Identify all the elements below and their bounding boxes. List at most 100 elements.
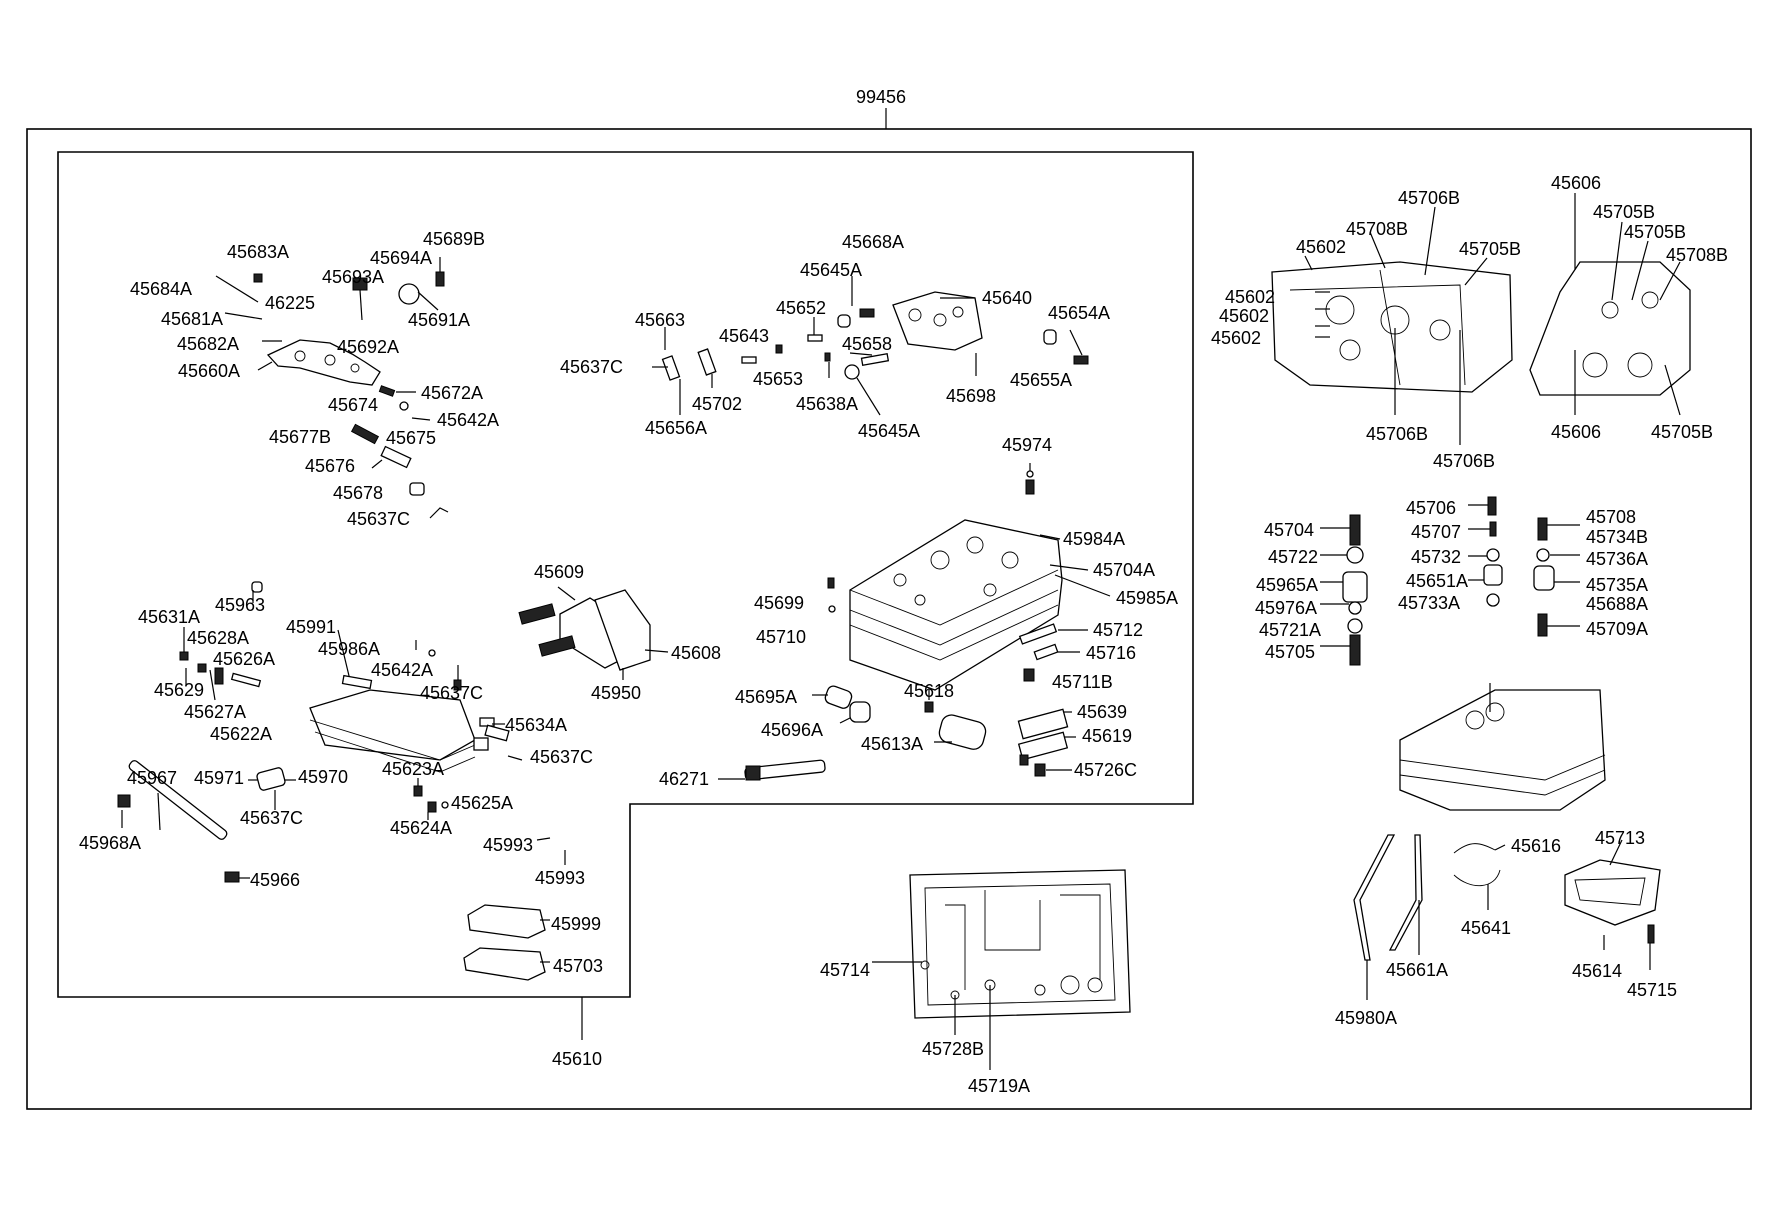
- cover-plate-part: [594, 589, 651, 671]
- label-45733A: 45733A: [1398, 593, 1460, 613]
- label-45698: 45698: [946, 386, 996, 406]
- label-45609: 45609: [534, 562, 584, 582]
- spring-part: [1537, 517, 1548, 541]
- label-45706B-c: 45706B: [1433, 451, 1495, 471]
- label-45602-c: 45602: [1219, 306, 1269, 326]
- spring-part: [1487, 496, 1497, 516]
- label-45634A: 45634A: [505, 715, 567, 735]
- label-45708B-a: 45708B: [1346, 219, 1408, 239]
- label-45640: 45640: [982, 288, 1032, 308]
- label-45655A: 45655A: [1010, 370, 1072, 390]
- right-valve-assemblies: [1271, 193, 1691, 445]
- label-45627A: 45627A: [184, 702, 246, 722]
- assembly-number-label: 99456: [856, 87, 906, 107]
- label-45735A: 45735A: [1586, 575, 1648, 595]
- label-45674: 45674: [328, 395, 378, 415]
- label-45968A: 45968A: [79, 833, 141, 853]
- label-45656A: 45656A: [645, 418, 707, 438]
- label-45719A: 45719A: [968, 1076, 1030, 1096]
- spring-part: [1489, 521, 1497, 537]
- label-45639: 45639: [1077, 702, 1127, 722]
- label-45984A: 45984A: [1063, 529, 1125, 549]
- valve-body-group-frame: [57, 151, 1194, 998]
- label-45708: 45708: [1586, 507, 1636, 527]
- solenoid-parts: [718, 685, 987, 781]
- label-45706B-b: 45706B: [1366, 424, 1428, 444]
- label-45708B-b: 45708B: [1666, 245, 1728, 265]
- label-45702: 45702: [692, 394, 742, 414]
- label-45963: 45963: [215, 595, 265, 615]
- upper-middle-parts: [652, 276, 1089, 416]
- label-45709A: 45709A: [1586, 619, 1648, 639]
- gasket-part: [467, 904, 546, 939]
- label-45971: 45971: [194, 768, 244, 788]
- label-45645A-b: 45645A: [858, 421, 920, 441]
- label-45661A: 45661A: [1386, 960, 1448, 980]
- label-45734B: 45734B: [1586, 527, 1648, 547]
- label-45623A: 45623A: [382, 759, 444, 779]
- label-45980A: 45980A: [1335, 1008, 1397, 1028]
- group-number-label: 45610: [552, 1049, 602, 1069]
- label-45684A: 45684A: [130, 279, 192, 299]
- label-45625A: 45625A: [451, 793, 513, 813]
- label-45637C-a: 45637C: [347, 509, 410, 529]
- label-45631A: 45631A: [138, 607, 200, 627]
- label-45704: 45704: [1264, 520, 1314, 540]
- label-45681A: 45681A: [161, 309, 223, 329]
- label-45712: 45712: [1093, 620, 1143, 640]
- label-45637C-c: 45637C: [420, 683, 483, 703]
- pipe-part: [1353, 834, 1396, 961]
- label-45628A: 45628A: [187, 628, 249, 648]
- label-45705: 45705: [1265, 642, 1315, 662]
- label-45641: 45641: [1461, 918, 1511, 938]
- label-45660A: 45660A: [178, 361, 240, 381]
- label-46225: 46225: [265, 293, 315, 313]
- label-45624A: 45624A: [390, 818, 452, 838]
- label-45606-bot: 45606: [1551, 422, 1601, 442]
- label-46271: 46271: [659, 769, 709, 789]
- label-45652: 45652: [776, 298, 826, 318]
- label-45705B-a: 45705B: [1459, 239, 1521, 259]
- label-45707: 45707: [1411, 522, 1461, 542]
- label-45705B-d: 45705B: [1651, 422, 1713, 442]
- label-45986A: 45986A: [318, 639, 380, 659]
- label-45626A: 45626A: [213, 649, 275, 669]
- label-45993-a: 45993: [483, 835, 533, 855]
- label-45637C-b: 45637C: [560, 357, 623, 377]
- pin-part: [253, 273, 263, 283]
- valve-body-assembly-part: [1271, 261, 1513, 393]
- label-45705B-b: 45705B: [1593, 202, 1655, 222]
- label-45683A: 45683A: [227, 242, 289, 262]
- upper-valve-body-part: [266, 339, 381, 386]
- label-45638A: 45638A: [796, 394, 858, 414]
- label-45699: 45699: [754, 593, 804, 613]
- label-45970: 45970: [298, 767, 348, 787]
- label-45692A: 45692A: [337, 337, 399, 357]
- label-45726C: 45726C: [1074, 760, 1137, 780]
- label-45653: 45653: [753, 369, 803, 389]
- label-45715: 45715: [1627, 980, 1677, 1000]
- label-45622A: 45622A: [210, 724, 272, 744]
- label-45976A: 45976A: [1255, 598, 1317, 618]
- label-45629: 45629: [154, 680, 204, 700]
- label-45643: 45643: [719, 326, 769, 346]
- label-45642A-top: 45642A: [437, 410, 499, 430]
- label-45619: 45619: [1082, 726, 1132, 746]
- lower-left-parts: [117, 581, 566, 981]
- spring-part: [1537, 613, 1548, 637]
- label-45677B: 45677B: [269, 427, 331, 447]
- label-45985A: 45985A: [1116, 588, 1178, 608]
- lower-valve-body: [872, 869, 1131, 1070]
- label-45691A: 45691A: [408, 310, 470, 330]
- label-45654A: 45654A: [1048, 303, 1110, 323]
- label-45736A: 45736A: [1586, 549, 1648, 569]
- right-lower-parts: [1353, 683, 1661, 1000]
- label-45688A: 45688A: [1586, 594, 1648, 614]
- label-45706: 45706: [1406, 498, 1456, 518]
- solenoid-part: [938, 714, 987, 750]
- label-45695A: 45695A: [735, 687, 797, 707]
- label-45716: 45716: [1086, 643, 1136, 663]
- label-45703: 45703: [553, 956, 603, 976]
- gasket-part: [463, 947, 546, 981]
